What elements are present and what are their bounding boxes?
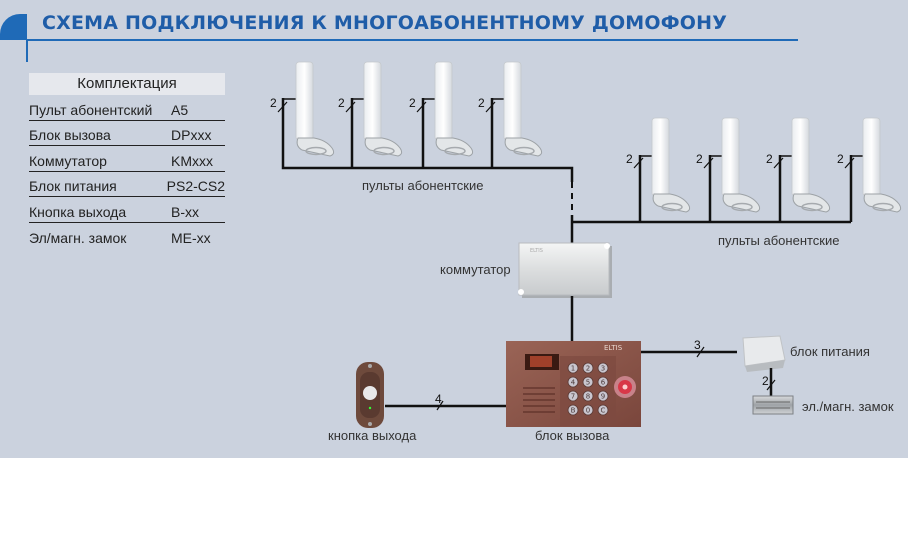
kit-table: Комплектация Пульт абонентский A5 Блок вы… [29, 73, 225, 248]
keypad-key: 7 [567, 390, 579, 402]
wire-tick [773, 157, 784, 169]
svg-text:C: C [601, 407, 606, 415]
handset-wire-count: 2 [766, 152, 773, 166]
handset [651, 117, 691, 213]
wire-tick [485, 101, 496, 113]
wiring-diagram: 2 2 2 2 2 2 2 2 пульты абонентские пульты абоне… [270, 61, 902, 443]
svg-text:0: 0 [586, 407, 590, 415]
kit-row: Блок питания PS2-CS2 [29, 172, 225, 197]
power-supply-unit [742, 335, 786, 372]
handset-wire-count: 2 [409, 96, 416, 110]
handset-group-right-label: пульты абонентские [718, 233, 840, 248]
call-unit-label: блок вызова [535, 428, 610, 443]
handset-wire-count: 2 [696, 152, 703, 166]
kit-row: Блок вызова DPxxx [29, 121, 225, 146]
kit-item-name: Коммутатор [29, 152, 107, 169]
keypad-key: B [567, 404, 579, 416]
svg-text:7: 7 [571, 393, 575, 401]
svg-text:1: 1 [571, 365, 575, 373]
kit-item-code: PS2-CS2 [166, 178, 225, 194]
switch-brand: ELTIS [530, 248, 543, 254]
wire-count-markers: 2 2 2 2 2 2 2 2 [270, 96, 855, 169]
wire-tick [703, 157, 714, 169]
svg-text:5: 5 [586, 379, 590, 387]
svg-text:4: 4 [571, 379, 576, 387]
handset-wire-count: 2 [478, 96, 485, 110]
wire-tick [277, 101, 288, 113]
call-unit: 1 2 3 4 5 6 7 8 9B 0 C ELTIS [506, 341, 641, 427]
switch-label: коммутатор [440, 262, 511, 277]
kit-item-name: Эл/магн. замок [29, 230, 127, 246]
handsets [295, 61, 902, 213]
svg-text:6: 6 [601, 379, 606, 387]
magnetic-lock [752, 395, 794, 415]
kit-item-code: DPxxx [171, 127, 212, 143]
handset-hooks [283, 98, 863, 157]
wires-right-group [570, 155, 853, 243]
svg-text:8: 8 [586, 393, 590, 401]
exit-button-device [356, 362, 384, 428]
wire-tick [633, 157, 644, 169]
keypad-key: 2 [582, 362, 594, 374]
kit-item-name: Кнопка выхода [29, 203, 127, 220]
exit-wire-count: 4 [435, 392, 442, 406]
keypad-key: 5 [582, 376, 594, 388]
wire-tick [416, 101, 427, 113]
keypad-key: 3 [597, 362, 609, 374]
handset [791, 117, 831, 213]
switch-unit: ELTIS [518, 242, 612, 298]
power-supply-label: блок питания [790, 344, 870, 359]
kit-row: Кнопка выхода B-xx [29, 197, 225, 223]
call-unit-brand: ELTIS [604, 344, 623, 352]
kit-item-name: Блок питания [29, 178, 117, 194]
kit-row: Коммутатор KMxxx [29, 146, 225, 172]
handset-wire-count: 2 [626, 152, 633, 166]
kit-row: Эл/магн. замок ME-xx [29, 223, 225, 249]
exit-button-label: кнопка выхода [328, 428, 417, 443]
handset-wire-count: 2 [837, 152, 844, 166]
handset [862, 117, 902, 213]
wire-tick [696, 346, 705, 358]
power-wire-count: 3 [694, 338, 701, 352]
keypad-key: 0 [582, 404, 594, 416]
keypad-key: 6 [597, 376, 609, 388]
svg-text:3: 3 [601, 365, 605, 373]
svg-text:B: B [571, 407, 576, 415]
lock-label: эл./магн. замок [802, 399, 894, 414]
handset-wire-count: 2 [338, 96, 345, 110]
title-vertical-line [26, 40, 28, 62]
kit-item-code: KMxxx [171, 152, 213, 169]
wires-left-group [281, 98, 574, 182]
kit-item-name: Пульт абонентский [29, 101, 153, 118]
kit-item-code: B-xx [171, 203, 199, 220]
kit-header: Комплектация [29, 73, 225, 95]
svg-text:2: 2 [586, 365, 590, 373]
wire-tick [345, 101, 356, 113]
handset [503, 61, 543, 157]
handset-wire-count: 2 [270, 96, 277, 110]
kit-row: Пульт абонентский A5 [29, 95, 225, 121]
handset-group-left-label: пульты абонентские [362, 178, 484, 193]
wire-tick [844, 157, 855, 169]
handset [721, 117, 761, 213]
kit-item-code: ME-xx [171, 230, 211, 246]
page-title: СХЕМА ПОДКЛЮЧЕНИЯ К МНОГОАБОНЕНТНОМУ ДОМ… [42, 12, 728, 34]
keypad-key: 9 [597, 390, 609, 402]
wire-tick [766, 379, 776, 391]
kit-item-name: Блок вызова [29, 127, 111, 143]
lock-wire-count: 2 [762, 374, 769, 388]
handset [295, 61, 335, 157]
handset [363, 61, 403, 157]
keypad-key: 1 [567, 362, 579, 374]
handset [434, 61, 474, 157]
keypad-key: 4 [567, 376, 579, 388]
title-underline [26, 39, 798, 41]
svg-text:9: 9 [601, 393, 605, 401]
wire-tick [436, 400, 444, 411]
keypad-key: C [597, 404, 609, 416]
keypad-key: 8 [582, 390, 594, 402]
keypad: 1 2 3 4 5 6 7 8 9B 0 C [567, 362, 609, 416]
kit-item-code: A5 [171, 101, 189, 118]
